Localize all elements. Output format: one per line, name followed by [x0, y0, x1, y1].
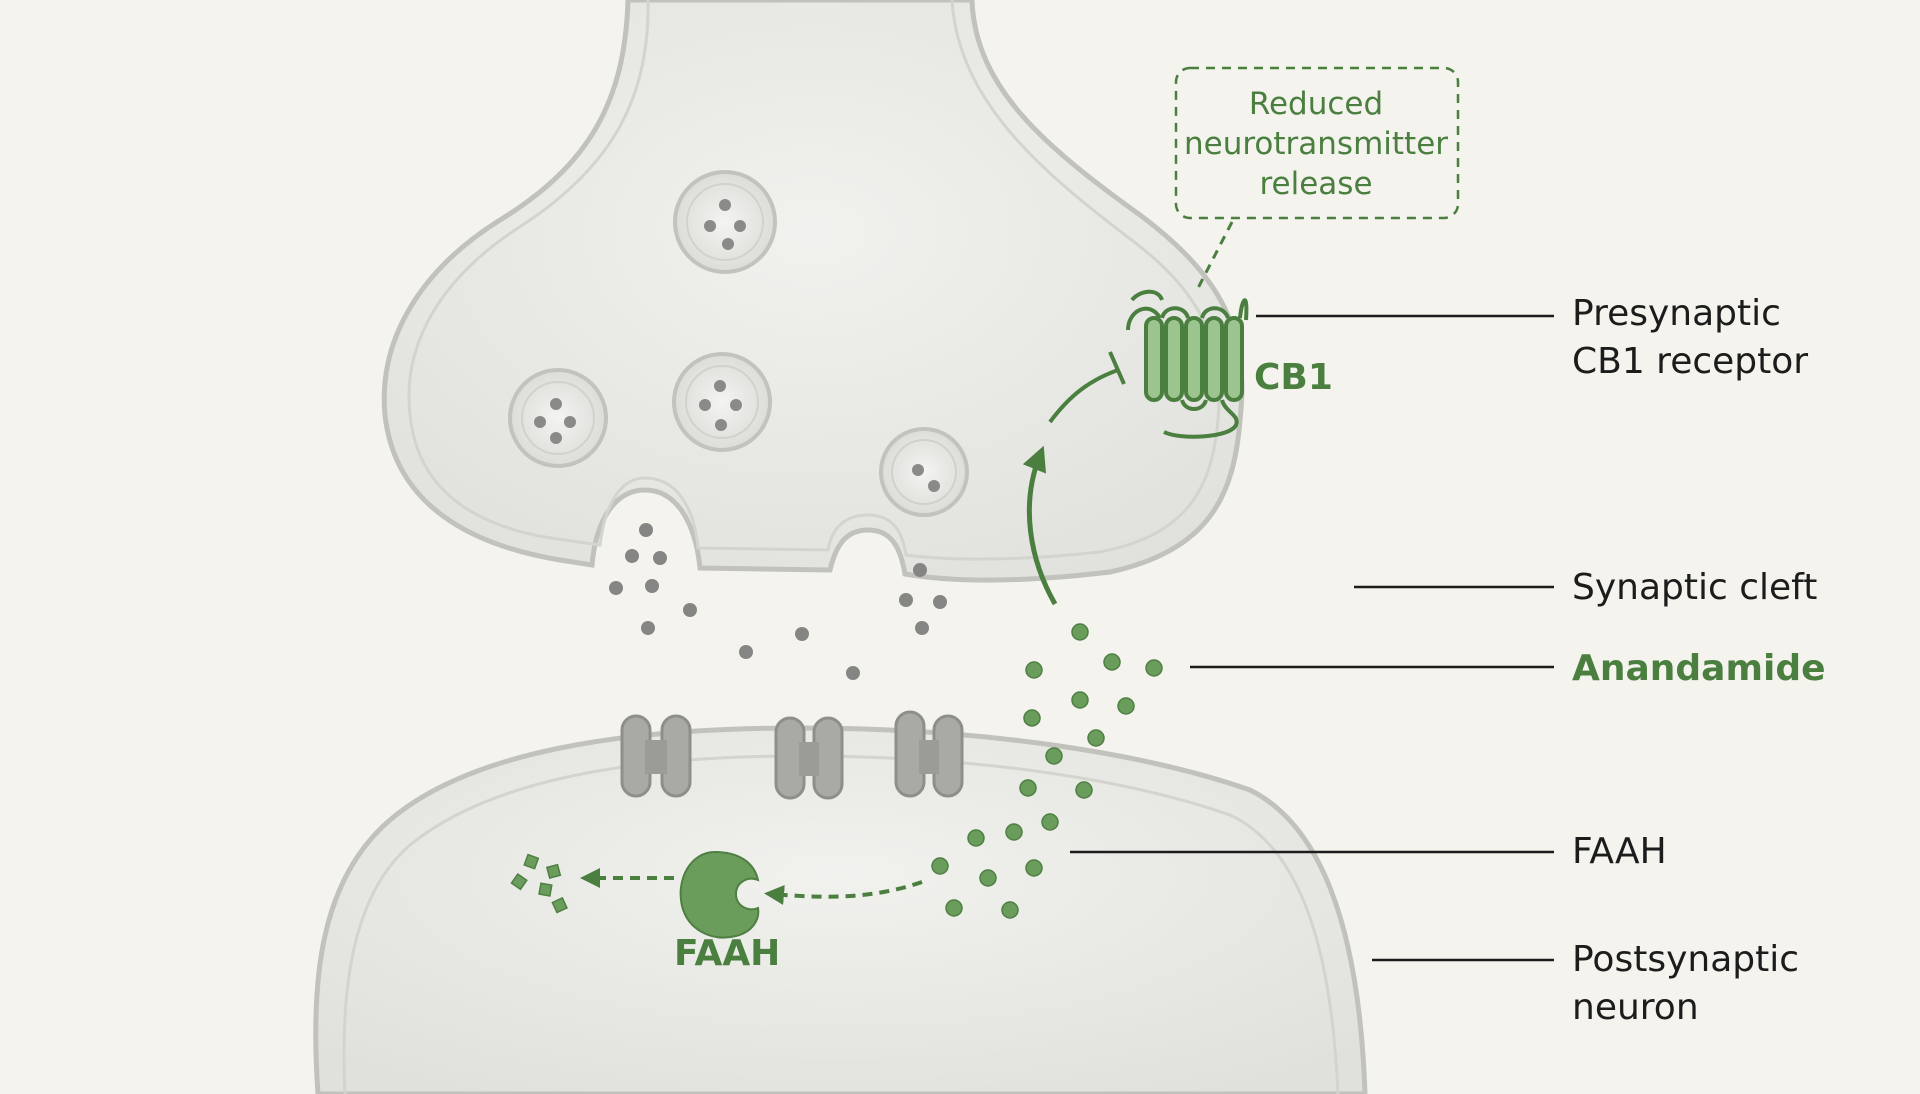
presynaptic-inner-membrane	[407, 0, 1221, 561]
synaptic-vesicle-icon	[508, 368, 608, 468]
anandamide-to-faah-arrow	[764, 880, 923, 905]
synaptic-vesicle-icon	[672, 352, 772, 452]
ion-channel-icon	[894, 710, 964, 798]
cb1-inline-label: CB1	[1254, 357, 1333, 398]
label-postsynaptic-neuron: Postsynaptic neuron	[1572, 936, 1799, 1032]
inhibition-line	[1048, 368, 1119, 424]
label-presynaptic-line2: CB1 receptor	[1572, 341, 1809, 382]
label-synaptic-cleft: Synaptic cleft	[1572, 567, 1818, 608]
anandamide-particles	[931, 623, 1163, 919]
callout-line1: Reduced	[1248, 86, 1384, 122]
callout-line3: release	[1259, 166, 1373, 202]
ion-channel-icon	[774, 716, 844, 800]
neurotransmitter-particles	[609, 523, 947, 680]
label-postsynaptic-line2: neuron	[1572, 987, 1699, 1028]
metabolite-fragments	[510, 853, 568, 914]
presynaptic-terminal	[381, 0, 1245, 583]
gpcr-7tm-icon	[1126, 289, 1249, 439]
faah-inline-label: FAAH	[674, 933, 781, 974]
callout-text: Reduced neurotransmitter release	[1176, 84, 1456, 204]
callout-connector	[1194, 221, 1234, 293]
label-leader-lines	[1070, 314, 1554, 962]
retrograde-signal-arrow	[1022, 445, 1058, 606]
label-anandamide: Anandamide	[1572, 648, 1826, 689]
label-postsynaptic-line1: Postsynaptic	[1572, 939, 1800, 980]
label-presynaptic-line1: Presynaptic	[1572, 293, 1781, 334]
faah-enzyme-icon	[679, 850, 760, 939]
label-presynaptic-cb1: Presynaptic CB1 receptor	[1572, 290, 1808, 386]
ion-channel-icon	[620, 714, 692, 798]
synaptic-vesicle-icon	[673, 170, 777, 274]
inhibition-bar	[1108, 351, 1126, 385]
reduced-release-callout	[1174, 66, 1460, 220]
label-faah: FAAH	[1572, 831, 1667, 872]
synaptic-vesicle-icon	[879, 427, 969, 517]
callout-line2: neurotransmitter	[1183, 126, 1449, 162]
